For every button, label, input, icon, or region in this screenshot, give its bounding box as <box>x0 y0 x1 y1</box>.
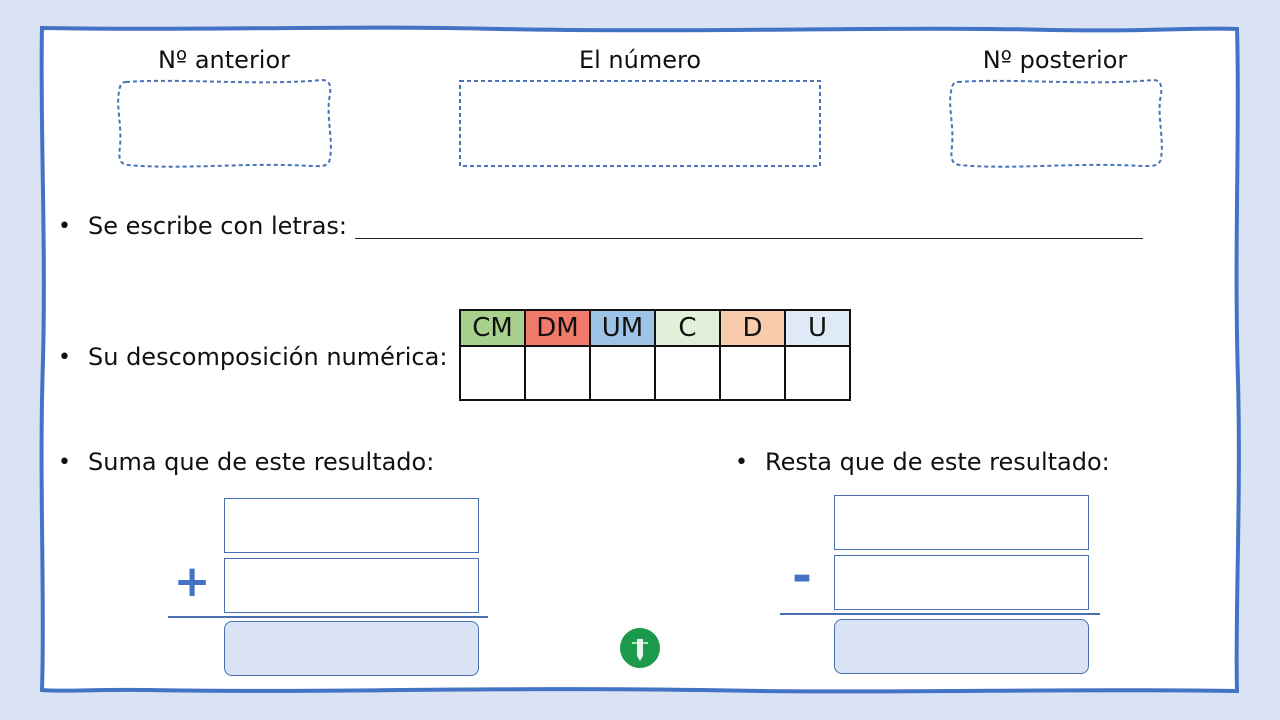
sum-prompt: • Suma que de este resultado: <box>58 448 434 476</box>
place-value-header-um: UM <box>589 309 656 347</box>
place-value-cell-cm[interactable] <box>459 345 526 401</box>
decomposition-prompt-text: Su descomposición numérica: <box>88 343 448 371</box>
place-value-header-d: D <box>719 309 786 347</box>
next-number-label: Nº posterior <box>982 46 1128 74</box>
place-value-header-dm: DM <box>524 309 591 347</box>
decomposition-prompt: • Su descomposición numérica: <box>58 343 447 371</box>
letters-prompt: • Se escribe con letras: <box>58 212 347 240</box>
sum-prompt-text: Suma que de este resultado: <box>88 448 435 476</box>
subtract-result-box[interactable] <box>834 619 1089 674</box>
place-value-cell-c[interactable] <box>654 345 721 401</box>
place-value-cell-um[interactable] <box>589 345 656 401</box>
place-value-header-c: C <box>654 309 721 347</box>
number-label: El número <box>578 46 702 74</box>
place-value-input-row <box>459 345 851 401</box>
number-box[interactable] <box>459 80 821 167</box>
place-value-cell-d[interactable] <box>719 345 786 401</box>
place-value-cell-u[interactable] <box>784 345 851 401</box>
subtract-first-operand-box[interactable] <box>834 495 1089 550</box>
letters-prompt-text: Se escribe con letras: <box>88 212 347 240</box>
subtract-second-operand-box[interactable] <box>834 555 1089 610</box>
previous-number-label: Nº anterior <box>157 46 291 74</box>
previous-number-box[interactable] <box>117 78 332 168</box>
sum-second-operand-box[interactable] <box>224 558 479 613</box>
minus-sign-icon: - <box>792 548 812 604</box>
green-circle-logo-icon <box>620 628 660 668</box>
bullet-dot: • <box>735 449 748 475</box>
place-value-cell-dm[interactable] <box>524 345 591 401</box>
logo-pencil-icon <box>632 639 648 661</box>
place-value-header-u: U <box>784 309 851 347</box>
sum-result-box[interactable] <box>224 621 479 676</box>
bullet-dot: • <box>58 344 71 370</box>
next-number-box[interactable] <box>949 78 1163 168</box>
plus-sign-icon: + <box>173 556 211 607</box>
letters-writing-line[interactable] <box>355 238 1143 239</box>
sum-result-line <box>168 616 488 618</box>
sum-first-operand-box[interactable] <box>224 498 479 553</box>
subtract-result-line <box>780 613 1100 615</box>
bullet-dot: • <box>58 449 71 475</box>
subtract-prompt-text: Resta que de este resultado: <box>765 448 1110 476</box>
subtract-prompt: • Resta que de este resultado: <box>735 448 1110 476</box>
place-value-header-cm: CM <box>459 309 526 347</box>
bullet-dot: • <box>58 213 71 239</box>
